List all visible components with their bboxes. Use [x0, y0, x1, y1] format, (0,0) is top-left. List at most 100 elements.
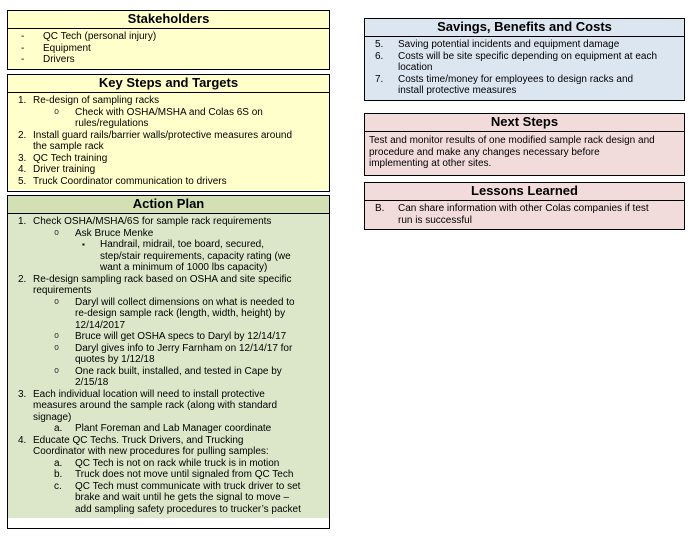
list-item: o Check with OSHA/MSHA and Colas 6S on ru… [8, 107, 329, 130]
list-marker: 4. [18, 164, 27, 175]
list-marker: 6. [375, 50, 384, 62]
list-item-text: Driver training [33, 164, 96, 175]
list-item-text: Saving potential incidents and equipment… [398, 39, 620, 50]
panel-stakeholders: Stakeholders -QC Tech (personal injury)-… [7, 10, 330, 70]
list-item: 5. Saving potential incidents and equipme… [365, 39, 684, 51]
list-item-text: QC Tech must communicate with truck driv… [75, 480, 301, 515]
list-item-text: Handrail, midrail, toe board, secured, s… [100, 239, 291, 273]
list-marker: 5. [375, 39, 384, 50]
list-item-text: Re-design sampling rack based on OSHA an… [33, 273, 292, 297]
list-item: 6. Costs will be site specific depending … [365, 51, 684, 74]
list-marker: o [54, 342, 60, 353]
list-item: a. QC Tech is not on rack while truck is … [8, 458, 329, 470]
list-marker: o [54, 227, 60, 238]
panel-title: Stakeholders [8, 11, 329, 29]
list-marker: o [54, 331, 60, 341]
list-item: 2. Install guard rails/barrier walls/prot… [8, 130, 329, 153]
panel-title: Lessons Learned [365, 183, 684, 201]
list-marker: 5. [18, 175, 27, 187]
list-item: 7. Costs time/money for employees to desi… [365, 74, 684, 97]
list-marker: B. [375, 203, 385, 214]
panel-body: B. Can share information with other Colas… [365, 201, 684, 229]
panel-body: 1. Check OSHA/MSHA/6S for sample rack req… [8, 214, 329, 518]
list-item-text: Daryl gives info to Jerry Farnham on 12/… [75, 342, 293, 366]
list-item: 4. Driver training [8, 164, 329, 176]
list-item: b. Truck does not move until signaled fro… [8, 469, 329, 481]
list-item-text: Ask Bruce Menke [75, 227, 154, 239]
list-item-text: Can share information with other Colas c… [398, 203, 649, 226]
list-marker: o [54, 296, 60, 307]
list-item: a. Plant Foreman and Lab Manager coordina… [8, 423, 329, 435]
list-marker: - [21, 42, 25, 54]
list-item-text: QC Tech (personal injury) [43, 31, 157, 42]
list-item: 1. Check OSHA/MSHA/6S for sample rack req… [8, 216, 329, 228]
list-item-text: Drivers [43, 54, 75, 65]
panel-lessons-learned: Lessons Learned B. Can share information … [364, 182, 685, 230]
list-item-text: Re-design of sampling racks [33, 95, 160, 106]
list-marker: - [21, 31, 25, 42]
list-marker: 1. [18, 216, 27, 227]
list-marker: a. [54, 423, 63, 434]
list-item: - QC Tech (personal injury) [8, 31, 329, 43]
list-marker: 3. [18, 388, 27, 400]
list-marker: - [21, 54, 25, 65]
list-marker: c. [54, 480, 62, 492]
panel-title: Action Plan [8, 196, 329, 214]
list-marker: o [54, 365, 60, 376]
list-marker: 3. [18, 152, 27, 164]
next-steps-text: Test and monitor results of one modified… [369, 135, 655, 169]
panel-savings-benefits-costs: Savings, Benefits and Costs 5. Saving pot… [364, 18, 685, 101]
list-marker: ▪ [82, 240, 85, 249]
panel-key-steps-and-targets: Key Steps and Targets 1. Re-design of sam… [7, 74, 330, 192]
list-item: B. Can share information with other Colas… [365, 203, 684, 226]
list-item-text: Truck Coordinator communication to drive… [33, 175, 227, 187]
panel-body: Test and monitor results of one modified… [365, 132, 684, 175]
list-marker: o [54, 106, 60, 117]
panel-next-steps: Next Steps Test and monitor results of o… [364, 113, 685, 176]
list-item: o Ask Bruce Menke [8, 228, 329, 240]
panel-body: 5. Saving potential incidents and equipme… [365, 37, 684, 100]
list-item-text: Daryl will collect dimensions on what is… [75, 296, 295, 331]
list-item: 2. Re-design sampling rack based on OSHA … [8, 274, 329, 297]
list-item: ▪ Handrail, midrail, toe board, secured, … [8, 239, 329, 274]
panel-title: Next Steps [365, 114, 684, 132]
panel-action-plan: Action Plan 1. Check OSHA/MSHA/6S for sam… [7, 195, 330, 529]
list-item-text: Educate QC Techs. Truck Drivers, and Tru… [33, 434, 269, 458]
list-item-text: Check OSHA/MSHA/6S for sample rack requi… [33, 216, 272, 227]
list-marker: b. [54, 469, 63, 480]
list-item: 3. QC Tech training [8, 153, 329, 165]
list-item: o One rack built, installed, and tested i… [8, 366, 329, 389]
list-item-text: Install guard rails/barrier walls/protec… [33, 129, 293, 153]
list-item-text: QC Tech training [33, 152, 108, 164]
list-item: o Daryl will collect dimensions on what i… [8, 297, 329, 332]
list-item: o Daryl gives info to Jerry Farnham on 12… [8, 343, 329, 366]
list-item-text: Truck does not move until signaled from … [75, 469, 294, 480]
list-item: 3. Each individual location will need to … [8, 389, 329, 424]
list-item: c. QC Tech must communicate with truck dr… [8, 481, 329, 516]
list-marker: 2. [18, 129, 27, 141]
panel-title: Key Steps and Targets [8, 75, 329, 93]
list-item-text: One rack built, installed, and tested in… [75, 365, 282, 389]
list-item-text: QC Tech is not on rack while truck is in… [75, 457, 280, 469]
list-item: o Bruce will get OSHA specs to Daryl by 1… [8, 331, 329, 343]
list-marker: 4. [18, 434, 27, 446]
panel-title: Savings, Benefits and Costs [365, 19, 684, 37]
list-marker: 7. [375, 73, 384, 85]
list-item-text: Plant Foreman and Lab Manager coordinate [75, 423, 272, 434]
list-item-text: Costs time/money for employees to design… [398, 73, 634, 97]
list-item: - Equipment [8, 43, 329, 55]
list-item-text: Each individual location will need to in… [33, 388, 278, 423]
list-item-text: Bruce will get OSHA specs to Daryl by 12… [75, 331, 287, 342]
list-item: 1. Re-design of sampling racks [8, 95, 329, 107]
panel-body: - QC Tech (personal injury) - Equipment - Dri… [8, 29, 329, 69]
list-item: - Drivers [8, 54, 329, 66]
list-item-text: Equipment [43, 42, 91, 54]
list-item-text: Check with OSHA/MSHA and Colas 6S on rul… [75, 106, 263, 130]
list-marker: a. [54, 457, 63, 469]
list-item: 5. Truck Coordinator communication to dri… [8, 176, 329, 188]
list-marker: 1. [18, 95, 27, 106]
list-marker: 2. [18, 273, 27, 285]
list-item-text: Costs will be site specific depending on… [398, 50, 658, 74]
